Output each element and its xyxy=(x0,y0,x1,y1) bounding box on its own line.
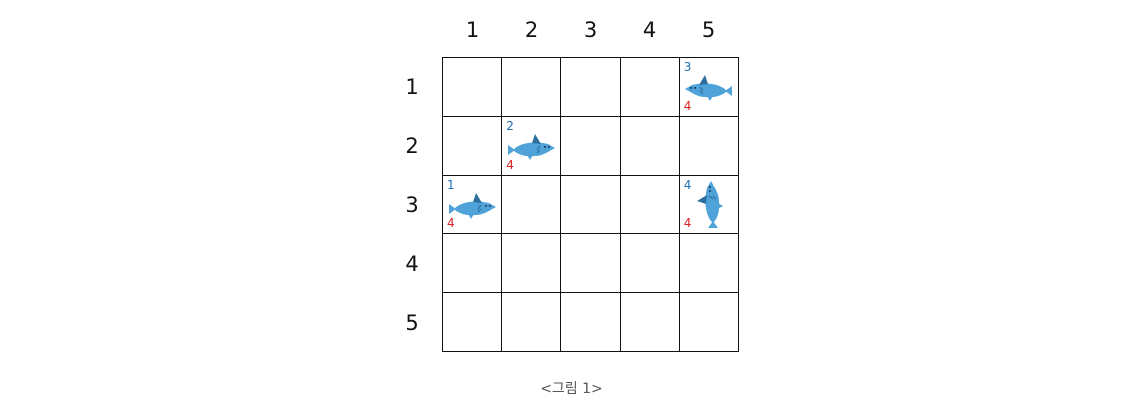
grid-cell xyxy=(443,293,503,352)
grid-cell xyxy=(561,234,621,294)
grid-cell xyxy=(620,58,680,117)
grid-cell xyxy=(561,175,621,235)
figure-caption: <그림 1> xyxy=(540,381,603,397)
grid-cell xyxy=(502,58,562,117)
row-label-4: 4 xyxy=(405,252,419,276)
column-label-5: 5 xyxy=(701,18,716,42)
grid-cell xyxy=(561,293,621,352)
grid-cell xyxy=(679,293,739,352)
grid-cell xyxy=(620,116,680,176)
grid-cell xyxy=(502,293,562,352)
grid-cell xyxy=(679,116,739,176)
row-label-1: 1 xyxy=(405,75,419,99)
shark-speed-label: 4 xyxy=(447,216,455,231)
shark-number-label: 4 xyxy=(683,177,692,192)
column-label-2: 2 xyxy=(524,18,539,42)
row-label-2: 2 xyxy=(405,134,419,158)
grid-cell xyxy=(620,234,680,294)
column-label-4: 4 xyxy=(642,18,657,42)
row-label-5: 5 xyxy=(405,311,419,335)
grid-cell xyxy=(502,175,562,235)
grid-cell xyxy=(620,293,680,352)
grid-cell xyxy=(561,58,621,117)
column-label-1: 1 xyxy=(465,18,480,42)
column-label-3: 3 xyxy=(583,18,598,42)
shark-speed-label: 4 xyxy=(683,216,692,231)
grid-cell xyxy=(620,175,680,235)
grid-cell xyxy=(561,116,621,176)
grid-cell xyxy=(443,234,503,294)
grid-cell xyxy=(679,234,739,294)
shark-number-label: 1 xyxy=(447,177,455,192)
grid-cell xyxy=(443,116,503,176)
shark-number-label: 2 xyxy=(506,118,514,133)
row-label-3: 3 xyxy=(405,193,419,217)
shark-number-label: 3 xyxy=(683,60,692,74)
shark-speed-label: 4 xyxy=(506,157,514,172)
shark-speed-label: 4 xyxy=(683,98,692,113)
grid-cell xyxy=(443,58,503,117)
grid-cell xyxy=(502,234,562,294)
